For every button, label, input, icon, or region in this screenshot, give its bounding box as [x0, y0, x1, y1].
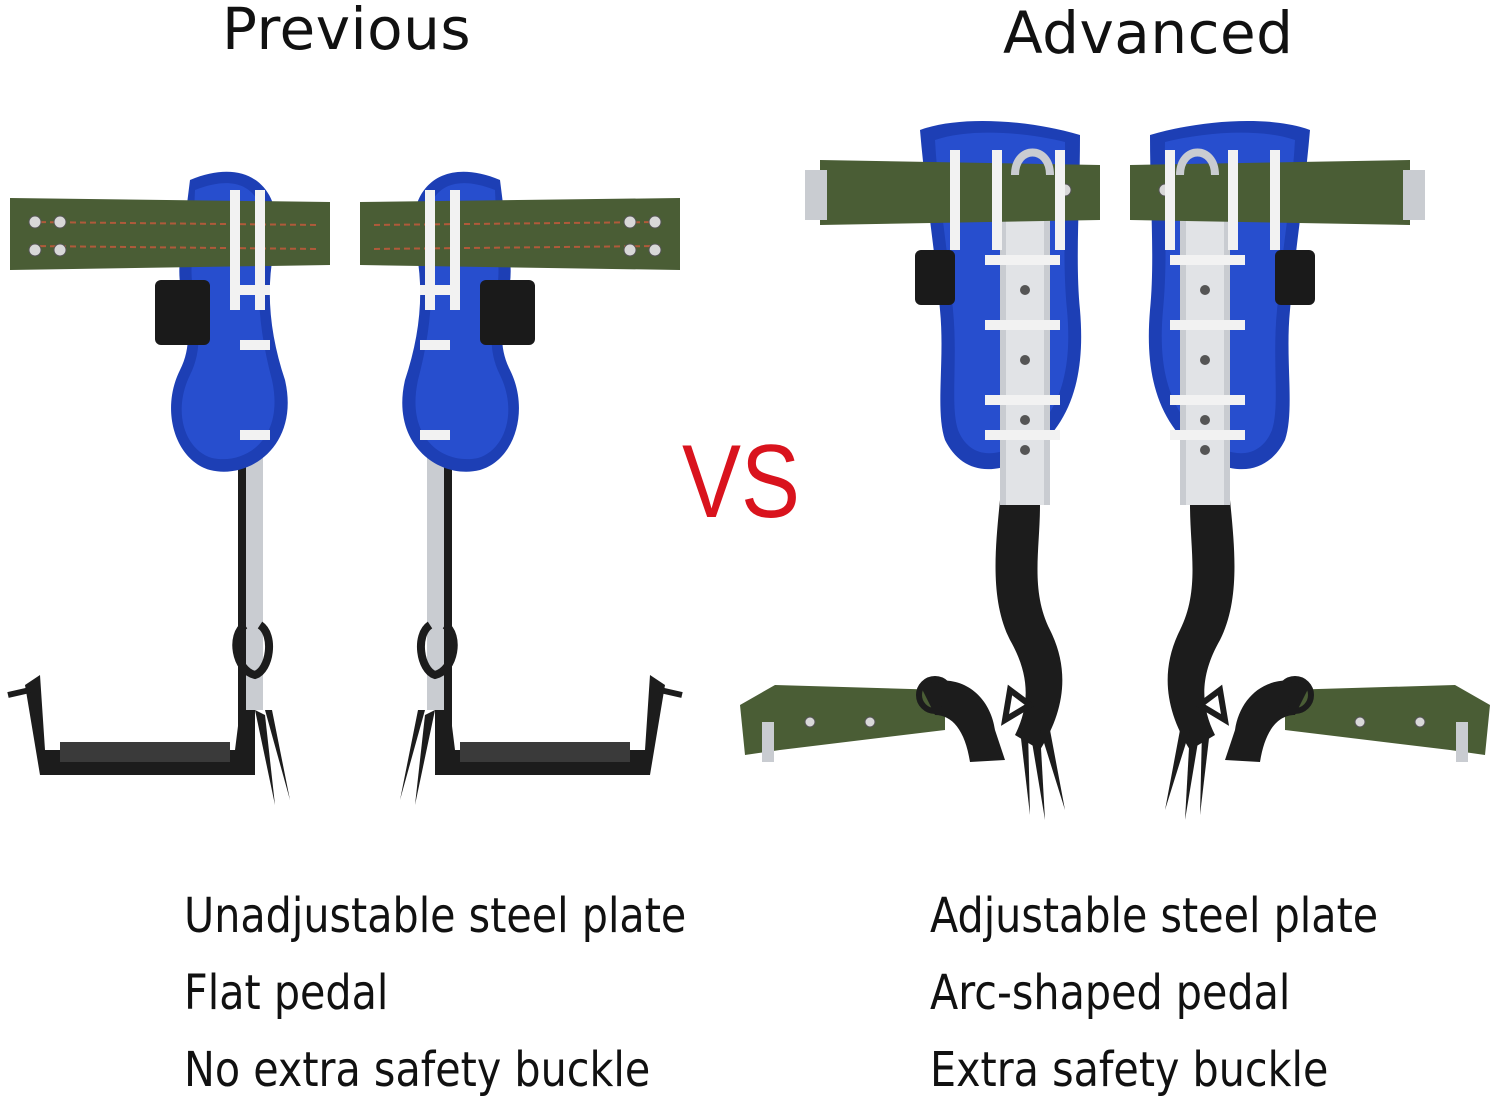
heading-advanced: Advanced [1003, 0, 1294, 67]
right-spike-right-image [1130, 120, 1490, 820]
right-spike-left-image [740, 120, 1100, 820]
heading-previous: Previous [222, 0, 472, 63]
advanced-feature-item: Adjustable steel plate [930, 888, 1379, 944]
left-spike-left-image [7, 171, 330, 805]
previous-feature-item: Flat pedal [184, 965, 389, 1021]
left-spike-right-image [360, 171, 683, 805]
previous-feature-item: No extra safety buckle [184, 1042, 651, 1098]
advanced-feature-list: Adjustable steel plate Arc-shaped pedal … [930, 878, 1378, 1109]
previous-climbing-spikes-image [7, 171, 683, 805]
advanced-feature-item: Arc-shaped pedal [930, 965, 1291, 1021]
advanced-feature-item: Extra safety buckle [930, 1042, 1329, 1098]
advanced-climbing-spikes-image [740, 120, 1490, 820]
vs-label: VS [682, 424, 800, 540]
previous-feature-list: Unadjustable steel plate Flat pedal No e… [184, 878, 686, 1109]
previous-feature-item: Unadjustable steel plate [184, 888, 687, 944]
